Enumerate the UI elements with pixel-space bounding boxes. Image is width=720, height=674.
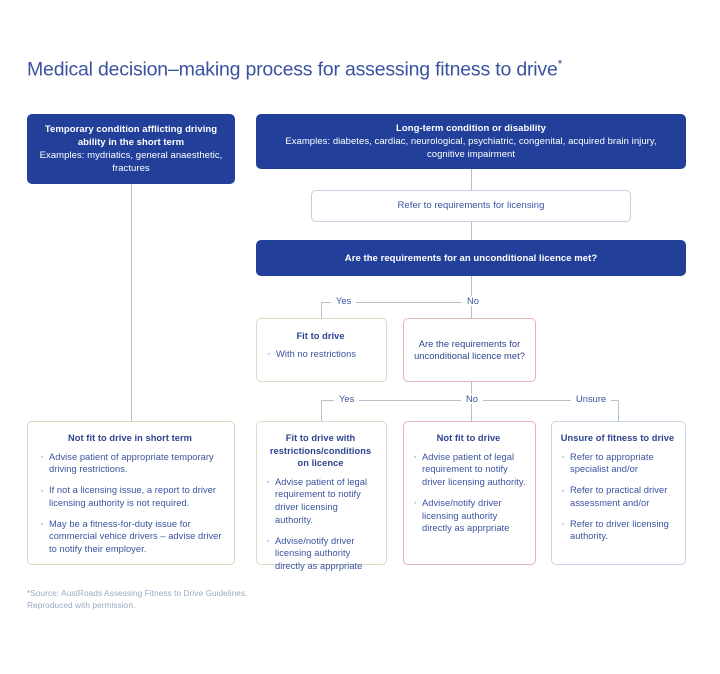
list-item: If not a licensing issue, a report to dr… [38,484,222,510]
list-item: Advise patient of legal requirement to n… [411,450,526,489]
footnote-line-1: *Source: AustRoads Assessing Fitness to … [27,588,248,598]
branch-label-yes-1: Yes [331,296,357,306]
node-unconditional-question-title: Are the requirements for an unconditiona… [344,252,598,264]
list-item: May be a fitness-for-duty issue for comm… [38,517,222,556]
node-refer-requirements: Refer to requirements for licensing [311,190,631,222]
list-item: Advise/notify driver licensing authority… [411,496,526,535]
node-fit-to-drive-bullets: With no restrictions [265,347,376,361]
node-not-fit-short-term-title: Not fit to drive in short term [68,433,192,443]
node-unconditional-question-2-title: Are the requirements for unconditional l… [414,338,525,362]
node-temporary-condition: Temporary condition afflicting driving a… [27,114,235,184]
node-not-fit-to-drive-bullets: Advise patient of legal requirement to n… [411,450,526,536]
node-long-term-condition-title: Long-term condition or disability [396,123,546,134]
footnote: *Source: AustRoads Assessing Fitness to … [27,588,248,611]
list-item: Refer to appropriate specialist and/or [559,450,676,477]
list-item: Advise/notify driver licensing authority… [264,534,377,573]
list-item: Advise patient of appropriate temporary … [38,450,222,477]
node-long-term-condition: Long-term condition or disability Exampl… [256,114,686,169]
list-item: With no restrictions [265,347,376,361]
node-unconditional-question: Are the requirements for an unconditiona… [256,240,686,276]
footnote-line-2: Reproduced with permission. [27,599,136,610]
node-unsure-of-fitness-title: Unsure of fitness to drive [560,433,675,443]
node-temporary-condition-title: Temporary condition afflicting driving a… [44,124,218,148]
node-temporary-condition-subtitle: Examples: mydriatics, general anaestheti… [39,150,223,174]
node-unsure-of-fitness-bullets: Refer to appropriate specialist and/or R… [559,450,676,544]
node-not-fit-to-drive-title: Not fit to drive [436,433,501,443]
node-fit-with-restrictions-title: Fit to drive with restrictions/condition… [269,433,372,468]
footnote-marker: * [557,57,563,71]
list-item: Refer to practical driver assessment and… [559,484,676,510]
node-fit-with-restrictions: Fit to drive with restrictions/condition… [256,421,387,571]
node-long-term-condition-subtitle: Examples: diabetes, cardiac, neurologica… [285,136,657,160]
node-unconditional-question-2: Are the requirements for unconditional l… [403,318,536,382]
node-unsure-of-fitness: Unsure of fitness to drive Refer to appr… [551,421,686,565]
branch-label-unsure-2: Unsure [571,394,612,404]
list-item: Advise patient of legal requirement to n… [264,475,377,527]
page-title-text: Medical decision–making process for asse… [27,58,558,81]
list-item: Refer to driver licensing authority. [559,517,676,544]
node-refer-requirements-title: Refer to requirements for licensing [397,199,545,211]
page-title: Medical decision–making process for asse… [27,57,562,82]
node-not-fit-to-drive: Not fit to drive Advise patient of legal… [403,421,536,565]
branch-label-no-2: No [461,394,483,404]
node-fit-with-restrictions-bullets: Advise patient of legal requirement to n… [264,475,377,574]
node-not-fit-short-term-bullets: Advise patient of appropriate temporary … [38,450,222,557]
branch-label-yes-2: Yes [334,394,360,404]
node-not-fit-short-term: Not fit to drive in short term Advise pa… [27,421,235,565]
branch-label-no-1: No [462,296,484,306]
node-fit-to-drive: Fit to drive With no restrictions [256,318,387,382]
node-fit-to-drive-title: Fit to drive [296,331,345,341]
